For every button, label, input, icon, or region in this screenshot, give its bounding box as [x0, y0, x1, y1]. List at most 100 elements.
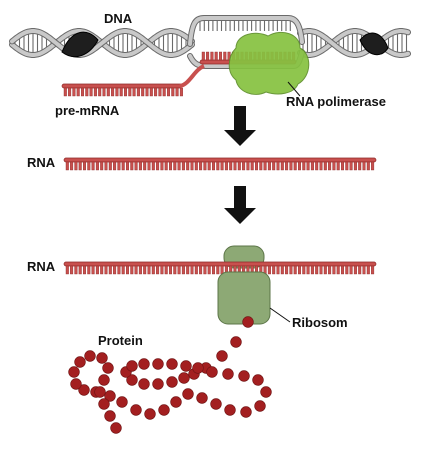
- rna-base: [74, 265, 78, 275]
- amino-acid-bead: [210, 398, 222, 410]
- rna-base: [371, 161, 375, 171]
- ribosome-label: Ribosom: [292, 315, 348, 330]
- rna-base: [149, 87, 153, 97]
- rna-base: [89, 87, 93, 97]
- rna-base: [211, 161, 215, 171]
- rna-base: [332, 161, 336, 171]
- rna-base: [237, 161, 241, 171]
- rna-base: [203, 161, 207, 171]
- rna-base: [175, 87, 179, 97]
- rna-base: [91, 265, 95, 275]
- rna-base: [224, 161, 228, 171]
- amino-acid-bead: [158, 404, 170, 416]
- rna-base: [130, 161, 134, 171]
- rna-base: [362, 161, 366, 171]
- rna-base: [78, 265, 82, 275]
- rna-base: [194, 265, 198, 275]
- rna-base: [119, 87, 123, 97]
- rna-base: [147, 161, 151, 171]
- amino-acid-bead: [180, 360, 192, 372]
- rna-base: [87, 161, 91, 171]
- ribosome-large-subunit: [217, 271, 271, 325]
- rna-base: [134, 161, 138, 171]
- rna-base: [280, 265, 284, 275]
- rna-base: [310, 161, 314, 171]
- rna-backbone: [63, 261, 377, 267]
- rna-base: [179, 87, 183, 97]
- arrow-shaft: [234, 186, 246, 210]
- rna-base: [151, 265, 155, 275]
- rna-base: [341, 265, 345, 275]
- rna-base: [315, 265, 319, 275]
- rna-base: [121, 161, 125, 171]
- rna-base: [254, 161, 258, 171]
- amino-acid-bead: [102, 362, 114, 374]
- rna-base: [121, 265, 125, 275]
- amino-acid-bead: [196, 392, 208, 404]
- rna-base: [206, 51, 210, 61]
- rna-base: [366, 265, 370, 275]
- rna-base: [113, 161, 117, 171]
- rna-base: [125, 161, 129, 171]
- rna-base: [336, 265, 340, 275]
- rna-base: [345, 161, 349, 171]
- rna-base: [78, 161, 82, 171]
- rna-base: [293, 161, 297, 171]
- rna-base: [306, 161, 310, 171]
- rna-base: [123, 87, 127, 97]
- polymerase-body: [228, 32, 310, 95]
- amino-acid-bead: [152, 358, 164, 370]
- rna-base: [132, 87, 136, 97]
- rna-base: [272, 265, 276, 275]
- rna-base: [362, 265, 366, 275]
- rna-base: [211, 265, 215, 275]
- flow-arrow-2: [224, 186, 256, 224]
- amino-acid-bead: [104, 410, 116, 422]
- rna-base: [164, 161, 168, 171]
- rna-base: [74, 161, 78, 171]
- rna-base: [177, 265, 181, 275]
- rna-base: [293, 265, 297, 275]
- rna-base: [242, 161, 246, 171]
- rna-base: [154, 87, 158, 97]
- rna-base: [315, 161, 319, 171]
- rna-base: [102, 87, 106, 97]
- rna-base: [76, 87, 80, 97]
- rna-base: [218, 51, 222, 61]
- ribosome-leader: [269, 307, 291, 323]
- label-leader-lines: [269, 81, 301, 323]
- rna-base: [216, 161, 220, 171]
- rna-label-2: RNA: [27, 259, 56, 274]
- dna-strand: [298, 29, 410, 57]
- rna-base: [111, 87, 115, 97]
- rna-base: [108, 161, 112, 171]
- rna-base: [128, 87, 132, 97]
- rna-base: [136, 87, 140, 97]
- amino-acid-bead: [74, 356, 86, 368]
- rna-base: [173, 265, 177, 275]
- rna-base: [138, 265, 142, 275]
- rna-base: [233, 161, 237, 171]
- amino-acid-bead: [166, 376, 178, 388]
- rna-base: [117, 265, 121, 275]
- rna-base: [117, 161, 121, 171]
- amino-acid-bead: [192, 362, 204, 374]
- rna-base: [190, 265, 194, 275]
- dna-double-helix: [9, 28, 411, 58]
- rna-base: [276, 161, 280, 171]
- rna-polymerase-label: RNA polimerase: [286, 94, 386, 109]
- amino-acid-bead: [224, 404, 236, 416]
- rna-base: [171, 87, 175, 97]
- rna-base: [310, 265, 314, 275]
- amino-acid-bead: [254, 400, 266, 412]
- rna-base: [341, 161, 345, 171]
- rna-base: [319, 161, 323, 171]
- rna-base: [156, 265, 160, 275]
- rna-base: [298, 161, 302, 171]
- amino-acid-bead: [252, 374, 264, 386]
- rna-base: [138, 161, 142, 171]
- rna-base: [210, 51, 214, 61]
- rna-base: [323, 265, 327, 275]
- dna-open-strand: [188, 16, 304, 46]
- rna-base: [323, 161, 327, 171]
